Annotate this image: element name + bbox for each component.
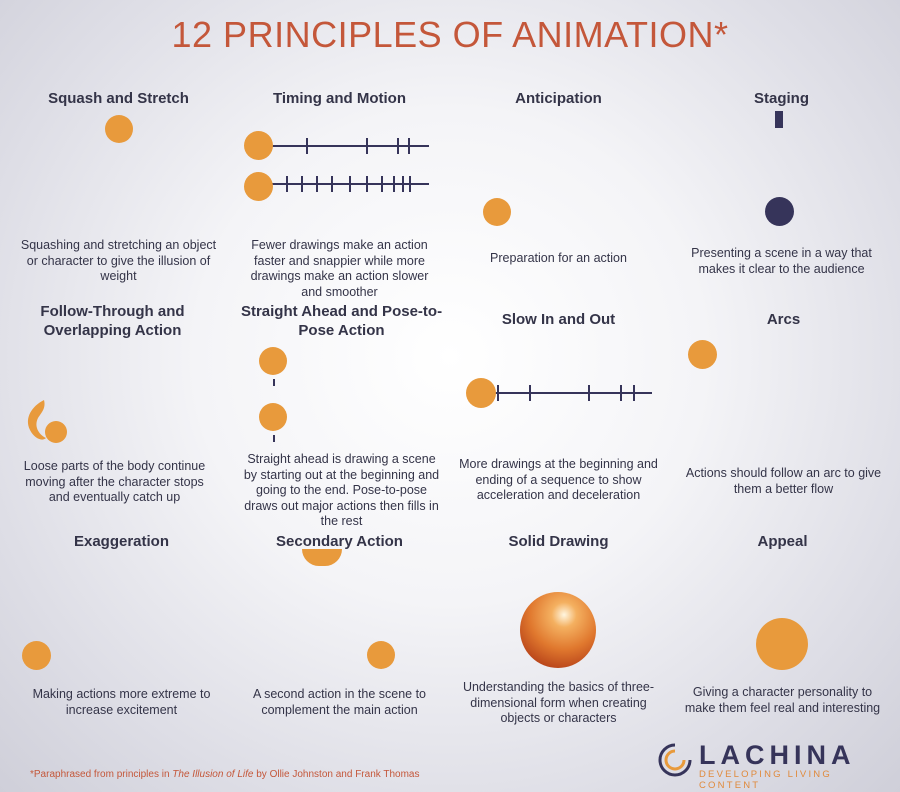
principle-heading: Exaggeration xyxy=(73,533,170,550)
lachina-swirl-icon xyxy=(658,743,692,777)
principle-description: Giving a character personality to make t… xyxy=(684,685,881,715)
principle-heading: Slow In and Out xyxy=(501,311,616,328)
timeline-dense-icon xyxy=(271,176,429,192)
principle-heading: Anticipation xyxy=(515,90,602,107)
timing-ball-icon xyxy=(244,172,273,201)
pose-motion-mark-icon xyxy=(273,379,275,386)
principle-description: Loose parts of the body continue moving … xyxy=(23,459,206,504)
page-title: 12 PRINCIPLES OF ANIMATION* xyxy=(171,14,729,55)
principle-heading: Solid Drawing xyxy=(508,533,609,550)
pose-ball-icon xyxy=(259,403,287,431)
squash-ball-icon xyxy=(105,115,133,143)
principle-heading: Straight Ahead and Pose-to-Pose Action xyxy=(240,303,443,339)
timing-ball-icon xyxy=(244,131,273,160)
timeline-ease-icon xyxy=(492,385,652,401)
principle-description: Squashing and stretching an object or ch… xyxy=(20,238,217,283)
footnote: *Paraphrased from principles in The Illu… xyxy=(30,769,420,780)
principle-heading: Squash and Stretch xyxy=(48,90,189,107)
principle-description: Making actions more extreme to increase … xyxy=(32,687,211,717)
slow-ball-icon xyxy=(466,378,496,408)
logo-tagline: DEVELOPING LIVING CONTENT xyxy=(699,769,832,791)
principle-description: Presenting a scene in a way that makes i… xyxy=(691,246,872,276)
principle-heading: Timing and Motion xyxy=(272,90,407,107)
principle-description: Preparation for an action xyxy=(490,251,627,265)
secondary-ball-icon xyxy=(367,641,395,669)
principle-description: More drawings at the beginning and endin… xyxy=(459,457,658,502)
principle-heading: Follow-Through and Overlapping Action xyxy=(40,303,185,339)
sphere-icon xyxy=(520,592,596,668)
pose-ball-icon xyxy=(259,347,287,375)
staging-ball-icon xyxy=(765,197,794,226)
timeline-sparse-icon xyxy=(271,138,429,154)
pose-motion-mark-icon xyxy=(273,435,275,442)
anticipation-ball-icon xyxy=(483,198,511,226)
staging-block-icon xyxy=(775,111,783,128)
principle-description: Actions should follow an arc to give the… xyxy=(685,466,882,496)
principle-description: Understanding the basics of three-dimens… xyxy=(462,680,655,725)
principle-heading: Arcs xyxy=(766,311,801,328)
principle-description: A second action in the scene to compleme… xyxy=(252,687,427,717)
principle-heading: Staging xyxy=(754,90,809,107)
logo-name: LACHINA xyxy=(699,740,856,770)
arc-ball-icon xyxy=(688,340,717,369)
half-ball-icon xyxy=(302,549,342,566)
exaggeration-ball-icon xyxy=(22,641,51,670)
principle-heading: Secondary Action xyxy=(276,533,403,550)
principle-description: Straight ahead is drawing a scene by sta… xyxy=(243,452,440,528)
appeal-ball-icon xyxy=(756,618,808,670)
flame-icon xyxy=(27,400,67,443)
principle-heading: Appeal xyxy=(757,533,808,550)
principle-description: Fewer drawings make an action faster and… xyxy=(250,238,429,299)
lachina-logo: LACHINA DEVELOPING LIVING CONTENT xyxy=(657,740,885,791)
